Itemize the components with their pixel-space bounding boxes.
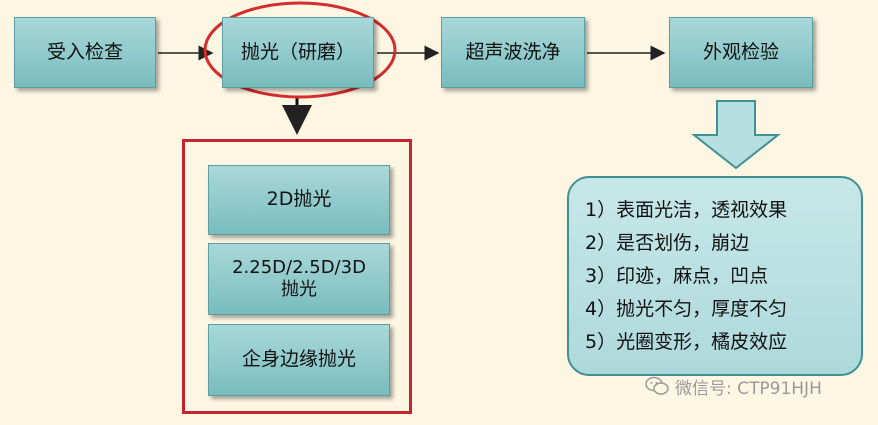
watermark-text: 微信号: CTP91HJH [675, 378, 822, 399]
step-receiving-inspection: 受入检查 [14, 17, 156, 88]
polish-types-frame [182, 139, 412, 414]
step-visual-inspection: 外观检验 [669, 17, 813, 88]
issue-item: 4）抛光不匀，厚度不匀 [585, 298, 788, 320]
down-block-arrow [691, 100, 781, 170]
issue-item: 1）表面光洁，透视效果 [585, 199, 788, 221]
step-ultrasonic-cleaning: 超声波洗净 [441, 17, 585, 88]
polish-type-3d: 2.25D/2.5D/3D 抛光 [208, 243, 390, 315]
wechat-icon [645, 376, 669, 395]
polish-type-2d: 2D抛光 [208, 165, 390, 235]
issue-item: 5）光圈变形，橘皮效应 [585, 331, 788, 353]
issue-item: 3）印迹，麻点，凹点 [585, 265, 769, 287]
watermark: 微信号: CTP91HJH [645, 373, 822, 399]
inspection-issues-box: 1）表面光洁，透视效果 2）是否划伤，崩边 3）印迹，麻点，凹点 4）抛光不匀，… [567, 176, 863, 376]
issue-item: 2）是否划伤，崩边 [585, 232, 750, 254]
polish-type-edge: 企身边缘抛光 [208, 324, 390, 396]
highlight-ellipse [203, 1, 397, 99]
step-polishing: 抛光（研磨） [222, 17, 374, 88]
